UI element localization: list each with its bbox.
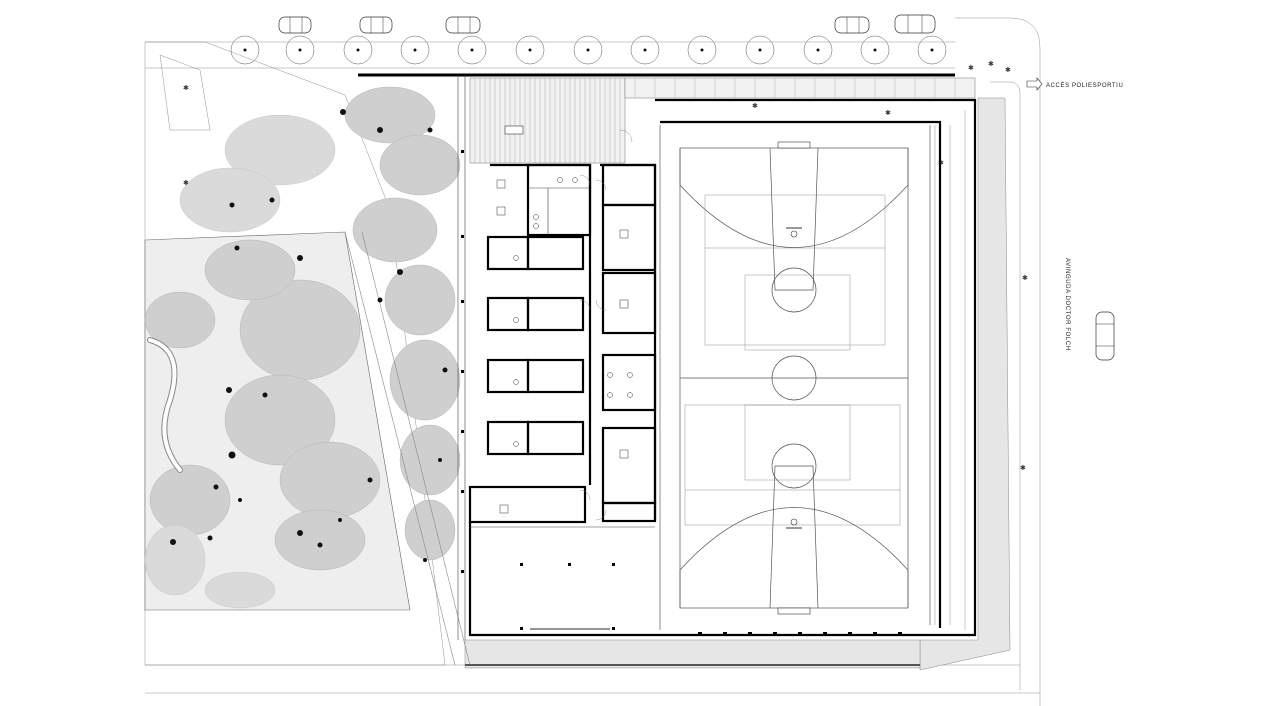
bottom-pavement (464, 639, 921, 669)
access-label-group: ACCÉS POLIESPORTIU (1026, 77, 1123, 91)
car-icon (359, 16, 393, 34)
car-icon (1095, 311, 1115, 361)
car-icon (834, 16, 870, 34)
lower-hall (468, 522, 655, 637)
street-label: AVINGUDA DOCTOR FOLCH (1064, 258, 1070, 351)
person-icon: ✱ (1005, 66, 1011, 74)
street-trees (230, 35, 947, 65)
person-icon: ✱ (183, 84, 189, 92)
car-icon (894, 14, 936, 34)
building (358, 73, 977, 666)
person-icon: ✱ (1022, 274, 1028, 282)
arrow-right-icon (1026, 77, 1043, 91)
site-context (145, 17, 1041, 706)
side-pavement (919, 97, 1011, 671)
car-icon (445, 16, 481, 34)
park-area (144, 41, 471, 666)
tree-trunks (170, 109, 448, 562)
person-icon: ✱ (183, 179, 189, 187)
person-icon: ✱ (885, 109, 891, 117)
access-label: ACCÉS POLIESPORTIU (1046, 82, 1123, 89)
entrance-deck (469, 77, 976, 164)
person-icon: ✱ (968, 64, 974, 72)
person-icon: ✱ (1020, 464, 1026, 472)
car-icon (278, 16, 312, 34)
changing-rooms (468, 129, 657, 524)
sports-court (679, 141, 909, 615)
person-icon: ✱ (752, 102, 758, 110)
person-icon: ✱ (988, 60, 994, 68)
